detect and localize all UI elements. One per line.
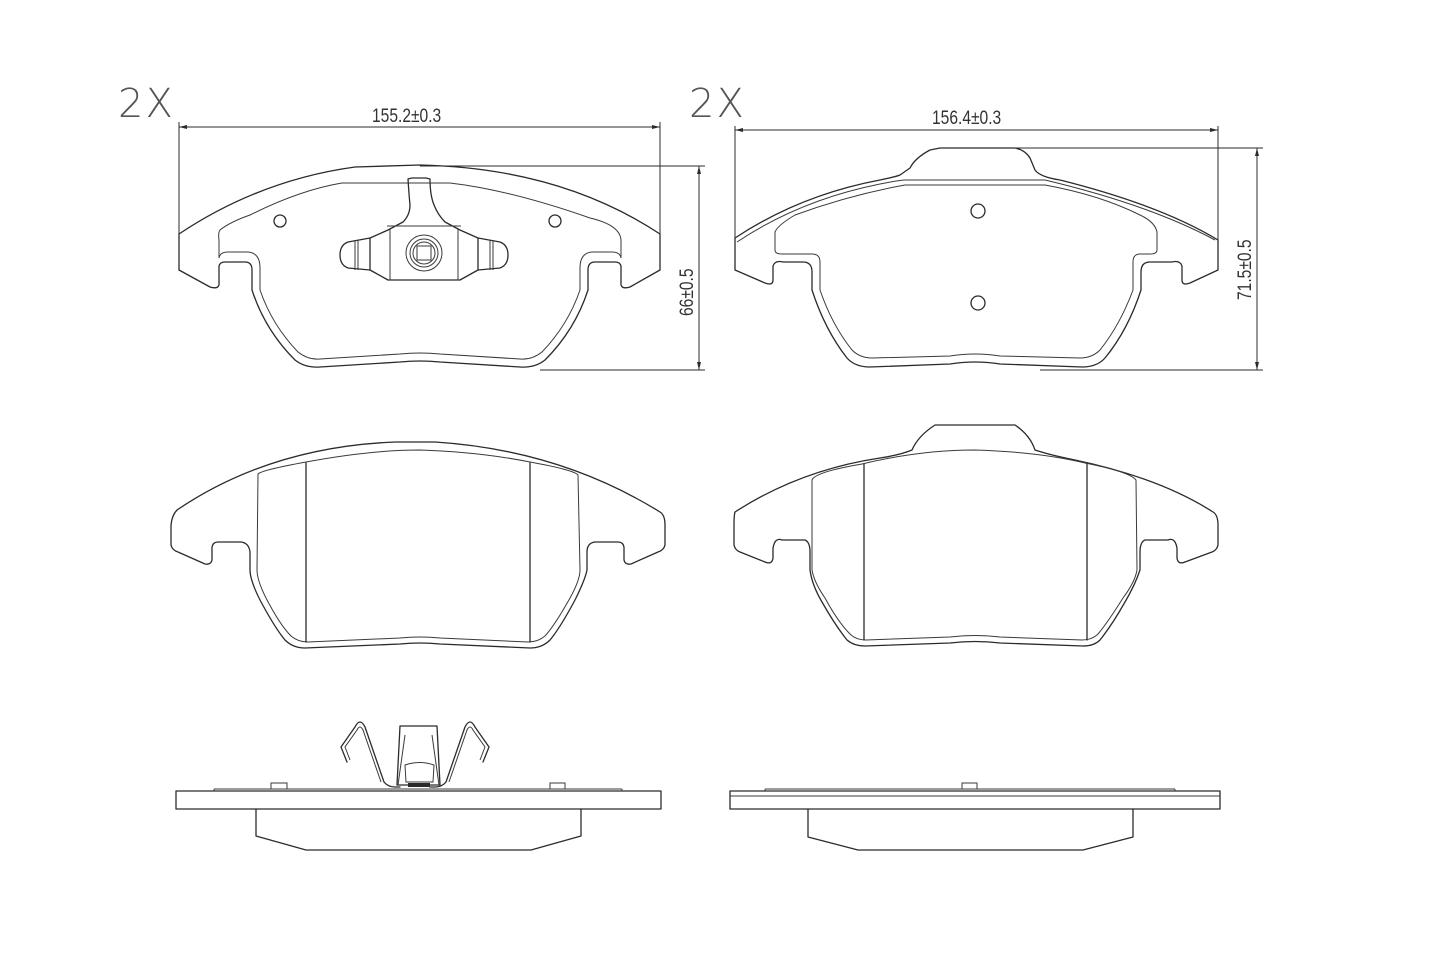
left-backing-plate-view — [178, 164, 661, 368]
left-quantity-label: 2X — [118, 81, 175, 127]
left-dimension-lines — [178, 122, 705, 371]
right-dimension-lines — [734, 126, 1263, 371]
spring-clip-icon — [340, 721, 490, 788]
wear-sensor-clip-icon — [339, 177, 509, 281]
right-backing-plate-view — [734, 147, 1219, 368]
left-side-profile-view — [175, 782, 662, 851]
right-side-profile-view — [729, 782, 1221, 851]
right-quantity-label: 2X — [689, 81, 746, 127]
left-friction-material-view — [170, 441, 666, 649]
left-width-dimension-label: 155.2±0.3 — [372, 106, 442, 127]
right-width-dimension-label: 156.4±0.3 — [932, 108, 1002, 129]
right-friction-material-view — [733, 424, 1219, 647]
